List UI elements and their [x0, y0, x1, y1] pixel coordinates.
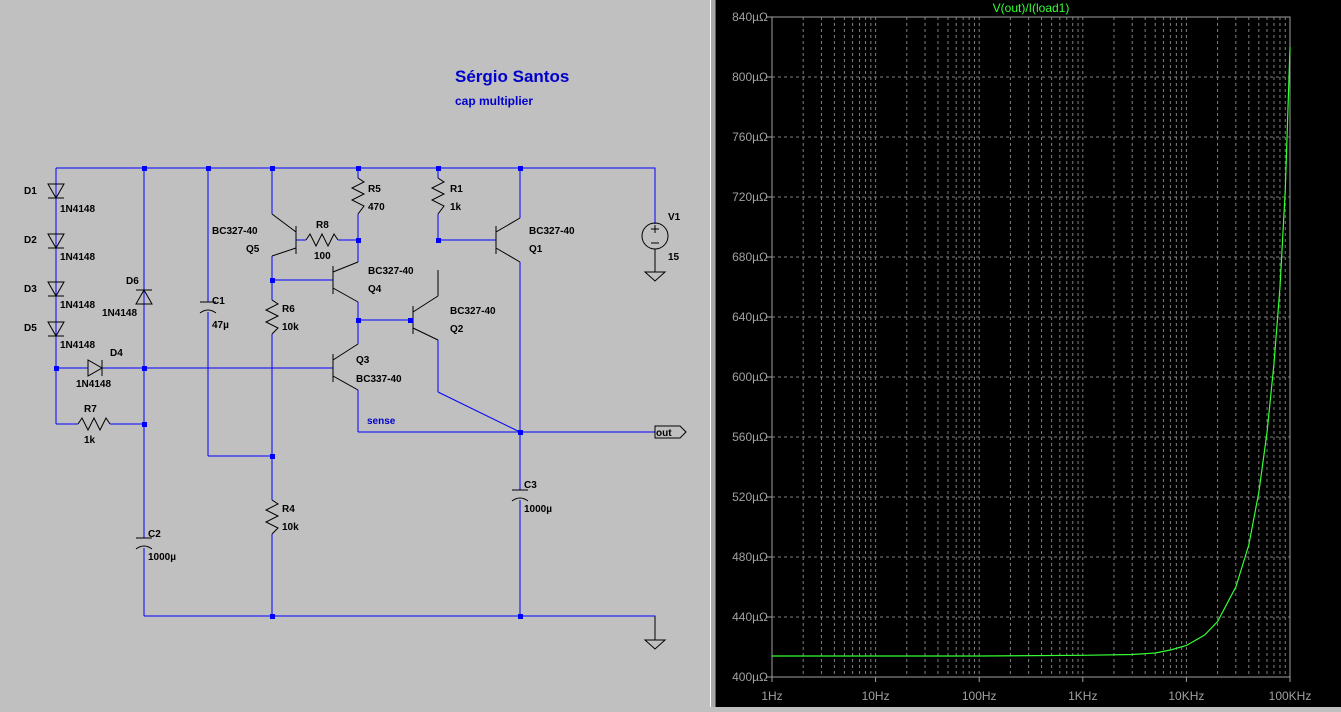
d1-ref: D1: [24, 186, 37, 197]
c3-value: 1000µ: [524, 504, 552, 515]
y-tick-label: 520µΩ: [732, 490, 768, 504]
x-tick-label: 10Hz: [862, 689, 890, 703]
y-tick-label: 720µΩ: [732, 190, 768, 204]
axis-tick-labels: 400µΩ 440µΩ 480µΩ 520µΩ 560µΩ 600µΩ 640µΩ 680µΩ…: [732, 10, 1311, 703]
r1-value: 1k: [450, 202, 462, 213]
d6-value: 1N4148: [102, 308, 137, 319]
q3-ref: Q3: [356, 355, 370, 366]
r6-ref: R6: [282, 304, 295, 315]
d4-value: 1N4148: [76, 379, 111, 390]
x-tick-label: 100Hz: [962, 689, 997, 703]
y-tick-label: 840µΩ: [732, 10, 768, 24]
trace-layer: [772, 46, 1291, 657]
q3-value: BC337-40: [356, 374, 402, 385]
schematic-subtitle: cap multiplier: [455, 94, 533, 108]
d6-ref: D6: [126, 276, 139, 287]
d4-ref: D4: [110, 348, 123, 359]
series-line: [772, 46, 1291, 657]
author-title: Sérgio Santos: [455, 67, 569, 86]
r8-ref: R8: [316, 220, 329, 231]
d5-ref: D5: [24, 323, 37, 334]
d5-value: 1N4148: [60, 340, 95, 351]
r4-value: 10k: [282, 522, 299, 533]
waveform-plot-pane[interactable]: 400µΩ 440µΩ 480µΩ 520µΩ 560µΩ 600µΩ 640µΩ 680µΩ…: [716, 0, 1341, 707]
d1-value: 1N4148: [60, 204, 95, 215]
r7-ref: R7: [84, 404, 97, 415]
c1-value: 47µ: [212, 320, 229, 331]
r1-ref: R1: [450, 184, 463, 195]
component-labels: D1 1N4148 D2 1N4148 D3 1N4148 D5 1N4148 …: [24, 184, 681, 563]
trace-title[interactable]: V(out)/I(load1): [993, 1, 1070, 15]
r5-value: 470: [368, 202, 385, 213]
v1-value: 15: [668, 252, 680, 263]
r7-value: 1k: [84, 435, 96, 446]
q1-ref: Q1: [529, 244, 543, 255]
plot-grid: [767, 16, 1291, 682]
r4-ref: R4: [282, 504, 295, 515]
c3-ref: C3: [524, 480, 537, 491]
y-tick-label: 400µΩ: [732, 670, 768, 684]
y-tick-label: 560µΩ: [732, 430, 768, 444]
y-tick-label: 600µΩ: [732, 370, 768, 384]
y-tick-label: 640µΩ: [732, 310, 768, 324]
q2-value: BC327-40: [450, 306, 496, 317]
c2-value: 1000µ: [148, 552, 176, 563]
c1-ref: C1: [212, 296, 225, 307]
r5-ref: R5: [368, 184, 381, 195]
q5-ref: Q5: [246, 244, 260, 255]
x-tick-label: 1Hz: [761, 689, 782, 703]
q4-ref: Q4: [368, 284, 382, 295]
x-tick-label: 100KHz: [1269, 689, 1312, 703]
d3-value: 1N4148: [60, 300, 95, 311]
r6-value: 10k: [282, 322, 299, 333]
q4-value: BC327-40: [368, 266, 414, 277]
y-tick-label: 800µΩ: [732, 70, 768, 84]
x-tick-label: 1KHz: [1068, 689, 1097, 703]
impedance-chart: 400µΩ 440µΩ 480µΩ 520µΩ 560µΩ 600µΩ 640µΩ 680µΩ…: [732, 1, 1311, 703]
y-tick-label: 480µΩ: [732, 550, 768, 564]
y-tick-label: 440µΩ: [732, 610, 768, 624]
schematic-canvas[interactable]: Sérgio Santos cap multiplier sense out D…: [0, 0, 710, 707]
d2-ref: D2: [24, 235, 37, 246]
d2-value: 1N4148: [60, 252, 95, 263]
x-tick-label: 10KHz: [1168, 689, 1204, 703]
c2-ref: C2: [148, 529, 161, 540]
y-tick-label: 680µΩ: [732, 250, 768, 264]
schematic-drawing: Sérgio Santos cap multiplier sense out D…: [24, 67, 687, 650]
net-label-out: out: [656, 428, 672, 439]
plot-frame: [771, 16, 1291, 678]
q2-ref: Q2: [450, 324, 464, 335]
v1-ref: V1: [668, 212, 681, 223]
q5-value: BC327-40: [212, 226, 258, 237]
r8-value: 100: [314, 251, 331, 262]
net-label-sense: sense: [367, 416, 396, 427]
d3-ref: D3: [24, 284, 37, 295]
pane-splitter[interactable]: [710, 0, 716, 707]
q1-value: BC327-40: [529, 226, 575, 237]
y-tick-label: 760µΩ: [732, 130, 768, 144]
